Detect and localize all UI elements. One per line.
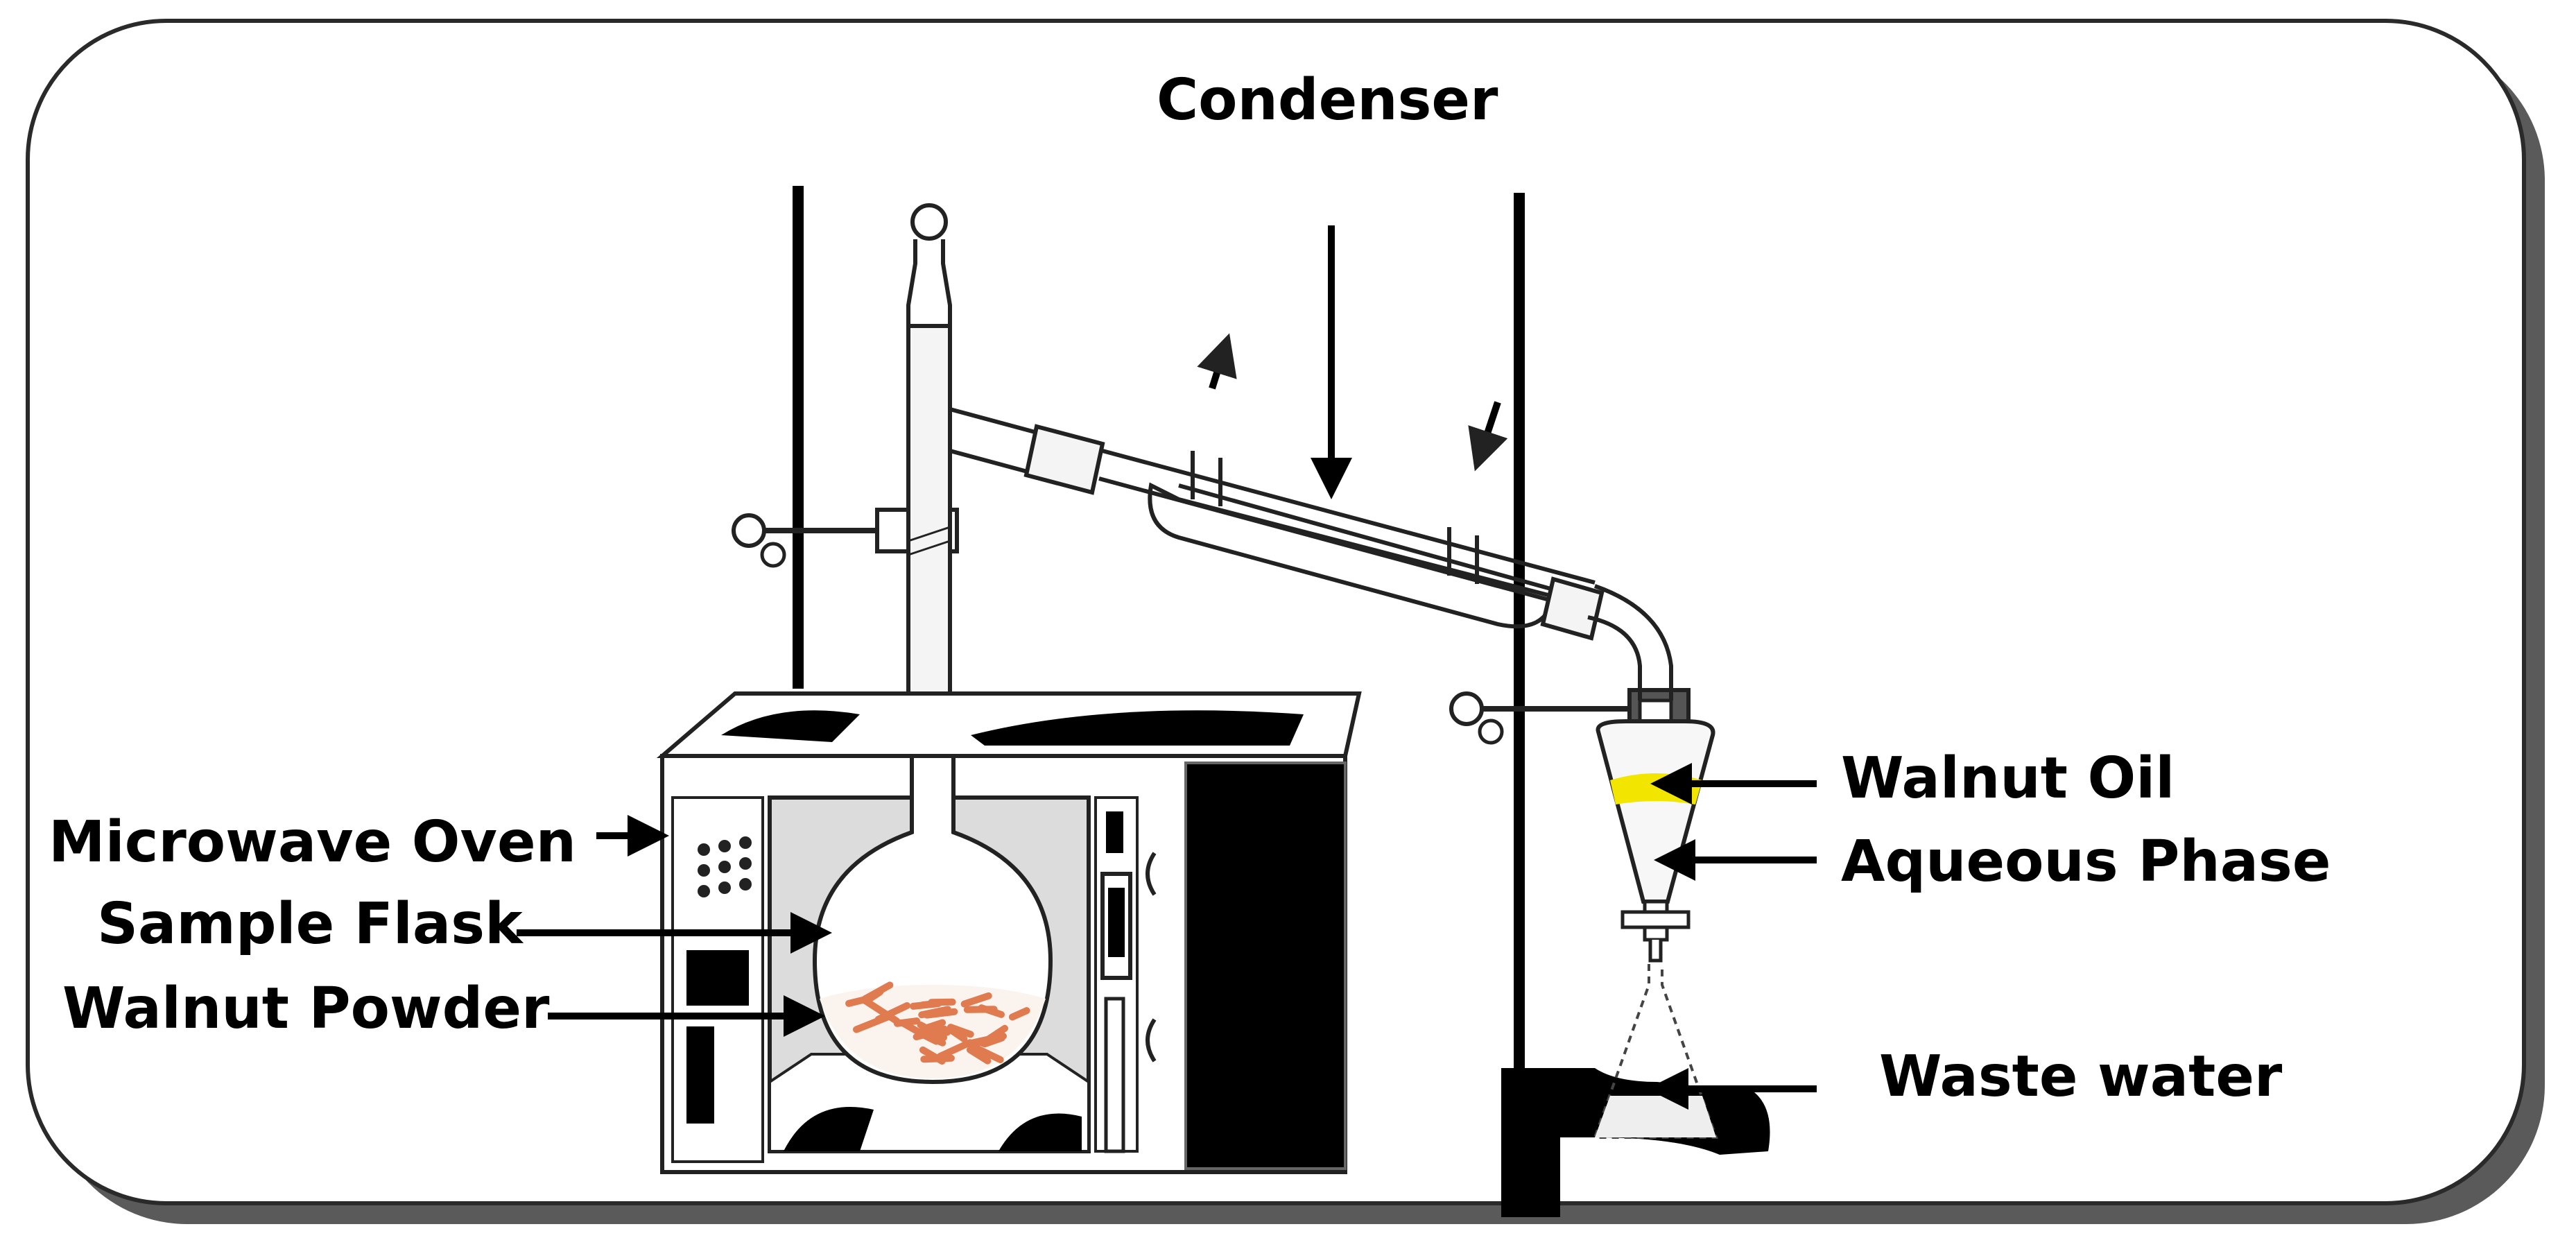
- condenser-label: Condenser: [1157, 67, 1498, 133]
- walnut-oil-layer: [1610, 773, 1702, 805]
- walnut-oil-label: Walnut Oil: [1841, 746, 2175, 811]
- powder-particle: [927, 1012, 955, 1015]
- powder-particle: [913, 1004, 938, 1006]
- microwave-oven-label: Microwave Oven: [49, 809, 576, 875]
- powder-particle: [976, 1040, 997, 1043]
- walnut-powder-label: Walnut Powder: [62, 976, 550, 1042]
- right-stand-rod: [1514, 193, 1525, 1212]
- powder-particle: [897, 1021, 917, 1024]
- powder-particle: [849, 999, 867, 1004]
- sample-flask-label: Sample Flask: [97, 891, 524, 957]
- aqueous-phase-label: Aqueous Phase: [1841, 829, 2331, 895]
- waste-water-label: Waste water: [1879, 1044, 2283, 1110]
- left-stand-rod: [793, 186, 804, 689]
